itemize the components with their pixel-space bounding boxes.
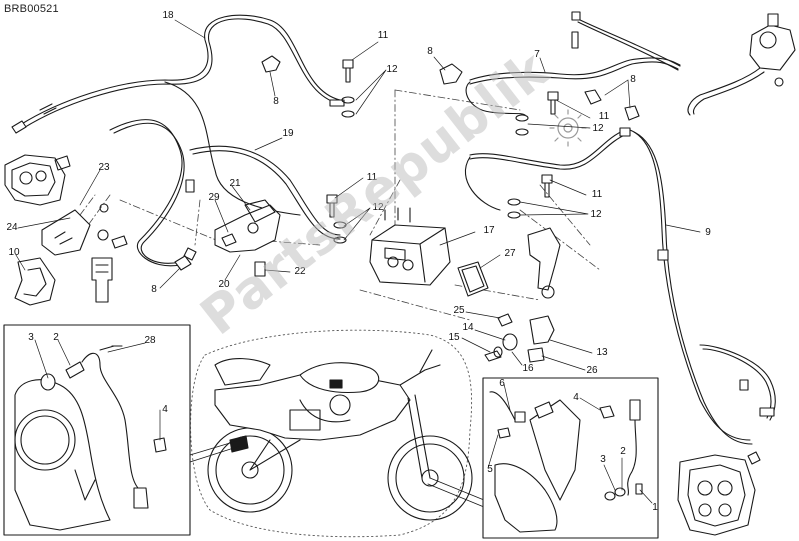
gear-icon (549, 109, 587, 147)
callout-c18a: 18 (162, 10, 174, 21)
bolt-11-washers-mid (326, 194, 347, 244)
hose-bracket-20 (174, 199, 281, 277)
callout-c11d: 11 (591, 189, 603, 200)
callout-leader-lines (15, 19, 701, 504)
rear-caliper (4, 154, 71, 206)
callout-c3b: 3 (600, 454, 606, 465)
callout-c11b: 11 (366, 172, 378, 183)
callout-c13: 13 (596, 347, 608, 358)
callout-c14: 14 (462, 322, 474, 333)
inset-leader-lines (189, 439, 485, 508)
callout-c10: 10 (8, 247, 20, 258)
callout-c21: 21 (229, 178, 241, 189)
clip-8-top (261, 55, 281, 73)
callout-c12a: 12 (386, 64, 398, 75)
callout-c15: 15 (448, 332, 460, 343)
callout-c2b: 2 (620, 446, 626, 457)
brake-hose-7 (465, 11, 681, 116)
callout-c8d: 8 (630, 74, 636, 85)
callout-c2a: 2 (53, 332, 59, 343)
small-parts-13-16-25-26 (484, 313, 555, 363)
abs-mount-bracket (527, 227, 561, 299)
bracket-10 (14, 257, 56, 306)
callout-c19: 19 (282, 128, 294, 139)
callout-c23: 23 (98, 162, 110, 173)
callout-c29: 29 (208, 192, 220, 203)
diagram-code: BRB00521 (4, 3, 59, 15)
callout-c8b: 8 (151, 284, 157, 295)
callout-c4a: 4 (162, 404, 168, 415)
callout-c17: 17 (483, 225, 495, 236)
callout-c8c: 8 (427, 46, 433, 57)
callout-c8a: 8 (273, 96, 279, 107)
callout-c27: 27 (504, 248, 516, 259)
front-master-cylinder-lever (687, 13, 796, 116)
abs-control-unit-17 (369, 207, 451, 286)
bolt-11-washers-top (341, 59, 355, 118)
callout-c9: 9 (705, 227, 711, 238)
callout-c6: 6 (499, 378, 505, 389)
rear-master-cylinder (91, 203, 113, 303)
callout-c4b: 4 (573, 392, 579, 403)
motorcycle-drawing (207, 349, 473, 521)
callout-c28: 28 (144, 335, 156, 346)
callout-c12d: 12 (590, 209, 602, 220)
callout-c7: 7 (534, 49, 540, 60)
motorcycle-outline-boundary (190, 329, 473, 538)
clip-8-right (439, 63, 640, 121)
inset-rear-wheel-sensor (3, 324, 191, 536)
callout-c3a: 3 (28, 332, 34, 343)
bracket-23 (41, 209, 91, 256)
callout-c5: 5 (487, 464, 493, 475)
callout-c16: 16 (522, 363, 534, 374)
callout-c11c: 11 (598, 111, 610, 122)
callout-c20: 20 (218, 279, 230, 290)
callout-c12b: 12 (372, 202, 384, 213)
rubber-pad-27 (457, 261, 489, 297)
callout-c22: 22 (294, 266, 306, 277)
brake-hose-19 (109, 119, 341, 267)
brake-hose-mid-right (464, 127, 631, 211)
inset-front-wheel-sensor (482, 377, 659, 539)
brake-hose-9 (629, 129, 776, 445)
callout-c26: 26 (586, 365, 598, 376)
callout-c11a: 11 (377, 30, 389, 41)
callout-c24: 24 (6, 222, 18, 233)
callout-c12c: 12 (592, 123, 604, 134)
callout-c25: 25 (453, 305, 465, 316)
front-caliper (677, 451, 761, 536)
bolt-11-washers-right-mid (507, 174, 553, 219)
callout-c1: 1 (652, 502, 658, 513)
bolt-11-washers-right-top (515, 91, 559, 136)
